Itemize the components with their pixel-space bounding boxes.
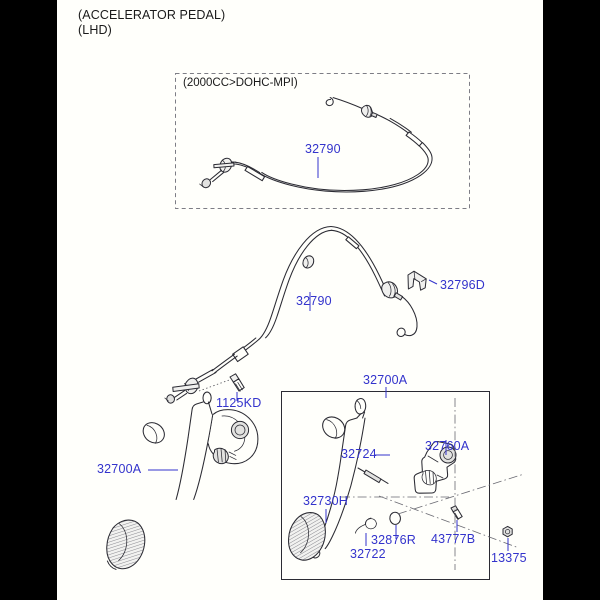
callout-pedal-pad[interactable]: 32730H: [303, 494, 348, 508]
callout-screw[interactable]: 43777B: [431, 532, 476, 546]
centerline-right2: [397, 473, 525, 515]
left-pedal-assembly: [106, 368, 259, 570]
callout-pedal-assy-left[interactable]: 32700A: [97, 462, 142, 476]
callout-pedal-assy-right[interactable]: 32700A: [363, 373, 408, 387]
diagram-canvas: [57, 0, 543, 600]
callout-spring[interactable]: 32722: [350, 547, 386, 561]
right-pedal-assembly: [288, 387, 525, 570]
centerline-right: [378, 495, 520, 549]
page-title-line2: (LHD): [78, 23, 112, 37]
callout-cable-upper[interactable]: 32790: [305, 142, 341, 156]
leader-dot-1125kd: [198, 378, 233, 392]
callout-bolt[interactable]: 1125KD: [216, 396, 262, 410]
callout-nut[interactable]: 13375: [491, 551, 527, 565]
callout-pedal-arm[interactable]: 32724: [341, 447, 377, 461]
screw-43777b-artwork: [450, 505, 463, 520]
page-title-line1: (ACCELERATOR PEDAL): [78, 8, 226, 22]
leader-32796d: [428, 279, 438, 285]
group-caption: (2000CC>DOHC-MPI): [183, 77, 298, 89]
callout-bracket[interactable]: 32760A: [425, 439, 470, 453]
callout-bushing[interactable]: 32876R: [371, 533, 416, 547]
callout-clip[interactable]: 32796D: [440, 278, 485, 292]
bolt-1125kd-artwork: [229, 373, 245, 392]
callout-cable-lower[interactable]: 32790: [296, 294, 332, 308]
upper-cable-assembly: [199, 97, 433, 193]
page-title: (ACCELERATOR PEDAL) (LHD): [78, 8, 225, 38]
clip-32796d-artwork: [407, 270, 427, 291]
spring-32722-artwork: [355, 517, 377, 534]
middle-cable-assembly: [211, 225, 438, 374]
group-box-dashed: [175, 73, 470, 209]
